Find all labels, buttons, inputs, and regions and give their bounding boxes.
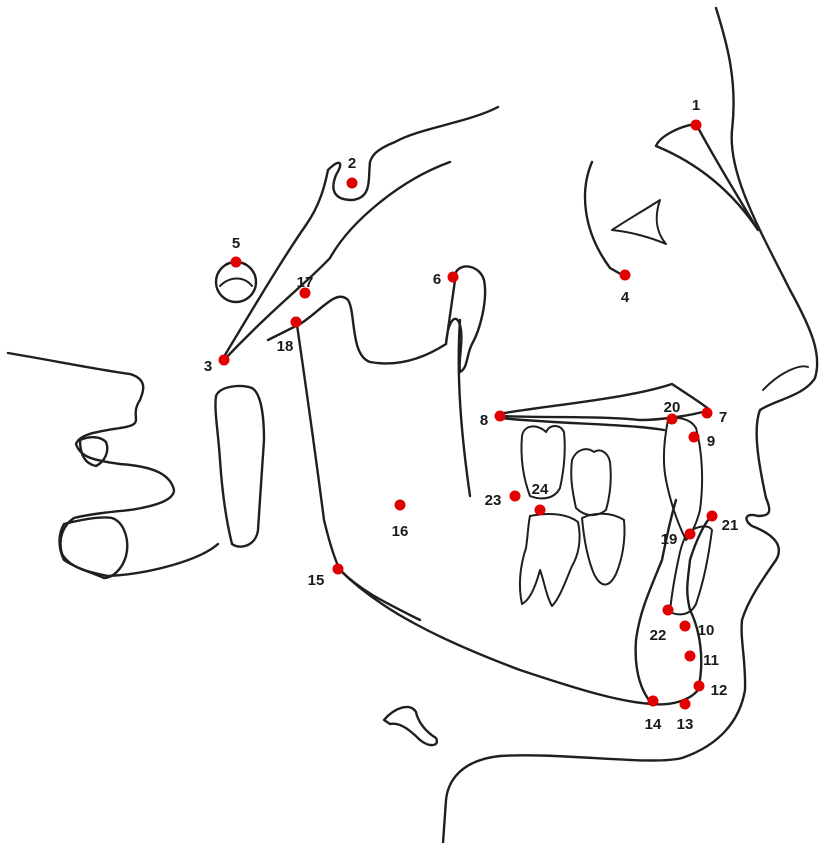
- landmark-label-6: 6: [433, 271, 441, 288]
- vertebra-small: [80, 437, 107, 466]
- ramus-posterior: [296, 318, 340, 570]
- landmark-dot-19: [685, 529, 696, 540]
- ear-rod-ring: [216, 262, 256, 302]
- nasal-bone: [656, 124, 758, 230]
- landmark-label-10: 10: [698, 622, 715, 639]
- landmark-label-8: 8: [480, 412, 488, 429]
- cervical-vertebrae: [8, 353, 264, 578]
- cranial-base: [222, 107, 498, 363]
- ear-rod: [216, 262, 256, 302]
- landmark-dot-5: [231, 257, 242, 268]
- landmark-dot-22: [663, 605, 674, 616]
- landmark-dot-11: [685, 651, 696, 662]
- landmark-dot-24: [535, 505, 546, 516]
- landmark-label-13: 13: [677, 716, 694, 733]
- orbit: [585, 162, 666, 276]
- landmark-label-23: 23: [485, 492, 502, 509]
- landmark-dot-6: [448, 272, 459, 283]
- landmark-label-18: 18: [277, 338, 294, 355]
- landmark-label-4: 4: [621, 289, 630, 306]
- landmark-label-22: 22: [650, 627, 667, 644]
- landmark-label-9: 9: [707, 433, 715, 450]
- mandible: [296, 318, 712, 704]
- landmark-label-16: 16: [392, 523, 409, 540]
- landmark-dot-1: [691, 120, 702, 131]
- landmark-label-15: 15: [308, 572, 325, 589]
- teeth: [520, 418, 712, 614]
- landmark-dot-14: [648, 696, 659, 707]
- landmark-label-3: 3: [204, 358, 212, 375]
- landmark-dot-18: [291, 317, 302, 328]
- landmark-dot-7: [702, 408, 713, 419]
- vertebra-c2: [215, 386, 264, 547]
- landmark-label-14: 14: [645, 716, 662, 733]
- landmark-dot-8: [495, 411, 506, 422]
- landmark-dot-15: [333, 564, 344, 575]
- landmark-dot-23: [510, 491, 521, 502]
- landmark-label-11: 11: [703, 652, 719, 669]
- landmark-label-21: 21: [722, 517, 739, 534]
- landmark-dot-2: [347, 178, 358, 189]
- landmark-label-24: 24: [532, 481, 549, 498]
- ala-curve: [763, 366, 808, 390]
- landmark-dot-21: [707, 511, 718, 522]
- mandible-lower-border: [340, 570, 698, 704]
- upper-premolar: [571, 449, 611, 515]
- hyoid-bone: [384, 707, 437, 745]
- landmark-label-19: 19: [661, 531, 678, 548]
- landmark-dot-9: [689, 432, 700, 443]
- maxilla: [446, 266, 710, 496]
- occipital-line: [8, 353, 218, 576]
- ear-rod-inner: [220, 279, 252, 287]
- landmark-label-17: 17: [297, 274, 314, 291]
- mandible-inner-lower: [340, 570, 420, 620]
- landmark-dot-16: [395, 500, 406, 511]
- landmark-dot-12: [694, 681, 705, 692]
- clivus-line: [222, 162, 450, 362]
- landmark-dot-10: [680, 621, 691, 632]
- landmark-label-20: 20: [664, 399, 681, 416]
- landmark-dot-4: [620, 270, 631, 281]
- landmark-dot-3: [219, 355, 230, 366]
- landmark-label-1: 1: [692, 97, 700, 114]
- orbit-rim: [585, 162, 624, 276]
- lower-premolar: [582, 514, 625, 585]
- orbit-eye-shape: [612, 200, 666, 244]
- landmark-dot-13: [680, 699, 691, 710]
- landmark-label-12: 12: [711, 682, 728, 699]
- sella-to-pterygoid: [268, 297, 446, 364]
- lower-molar: [520, 514, 580, 606]
- landmark-label-2: 2: [348, 155, 356, 172]
- vertebra-c1: [60, 517, 128, 578]
- landmark-label-5: 5: [232, 235, 240, 252]
- landmark-label-7: 7: [719, 409, 727, 426]
